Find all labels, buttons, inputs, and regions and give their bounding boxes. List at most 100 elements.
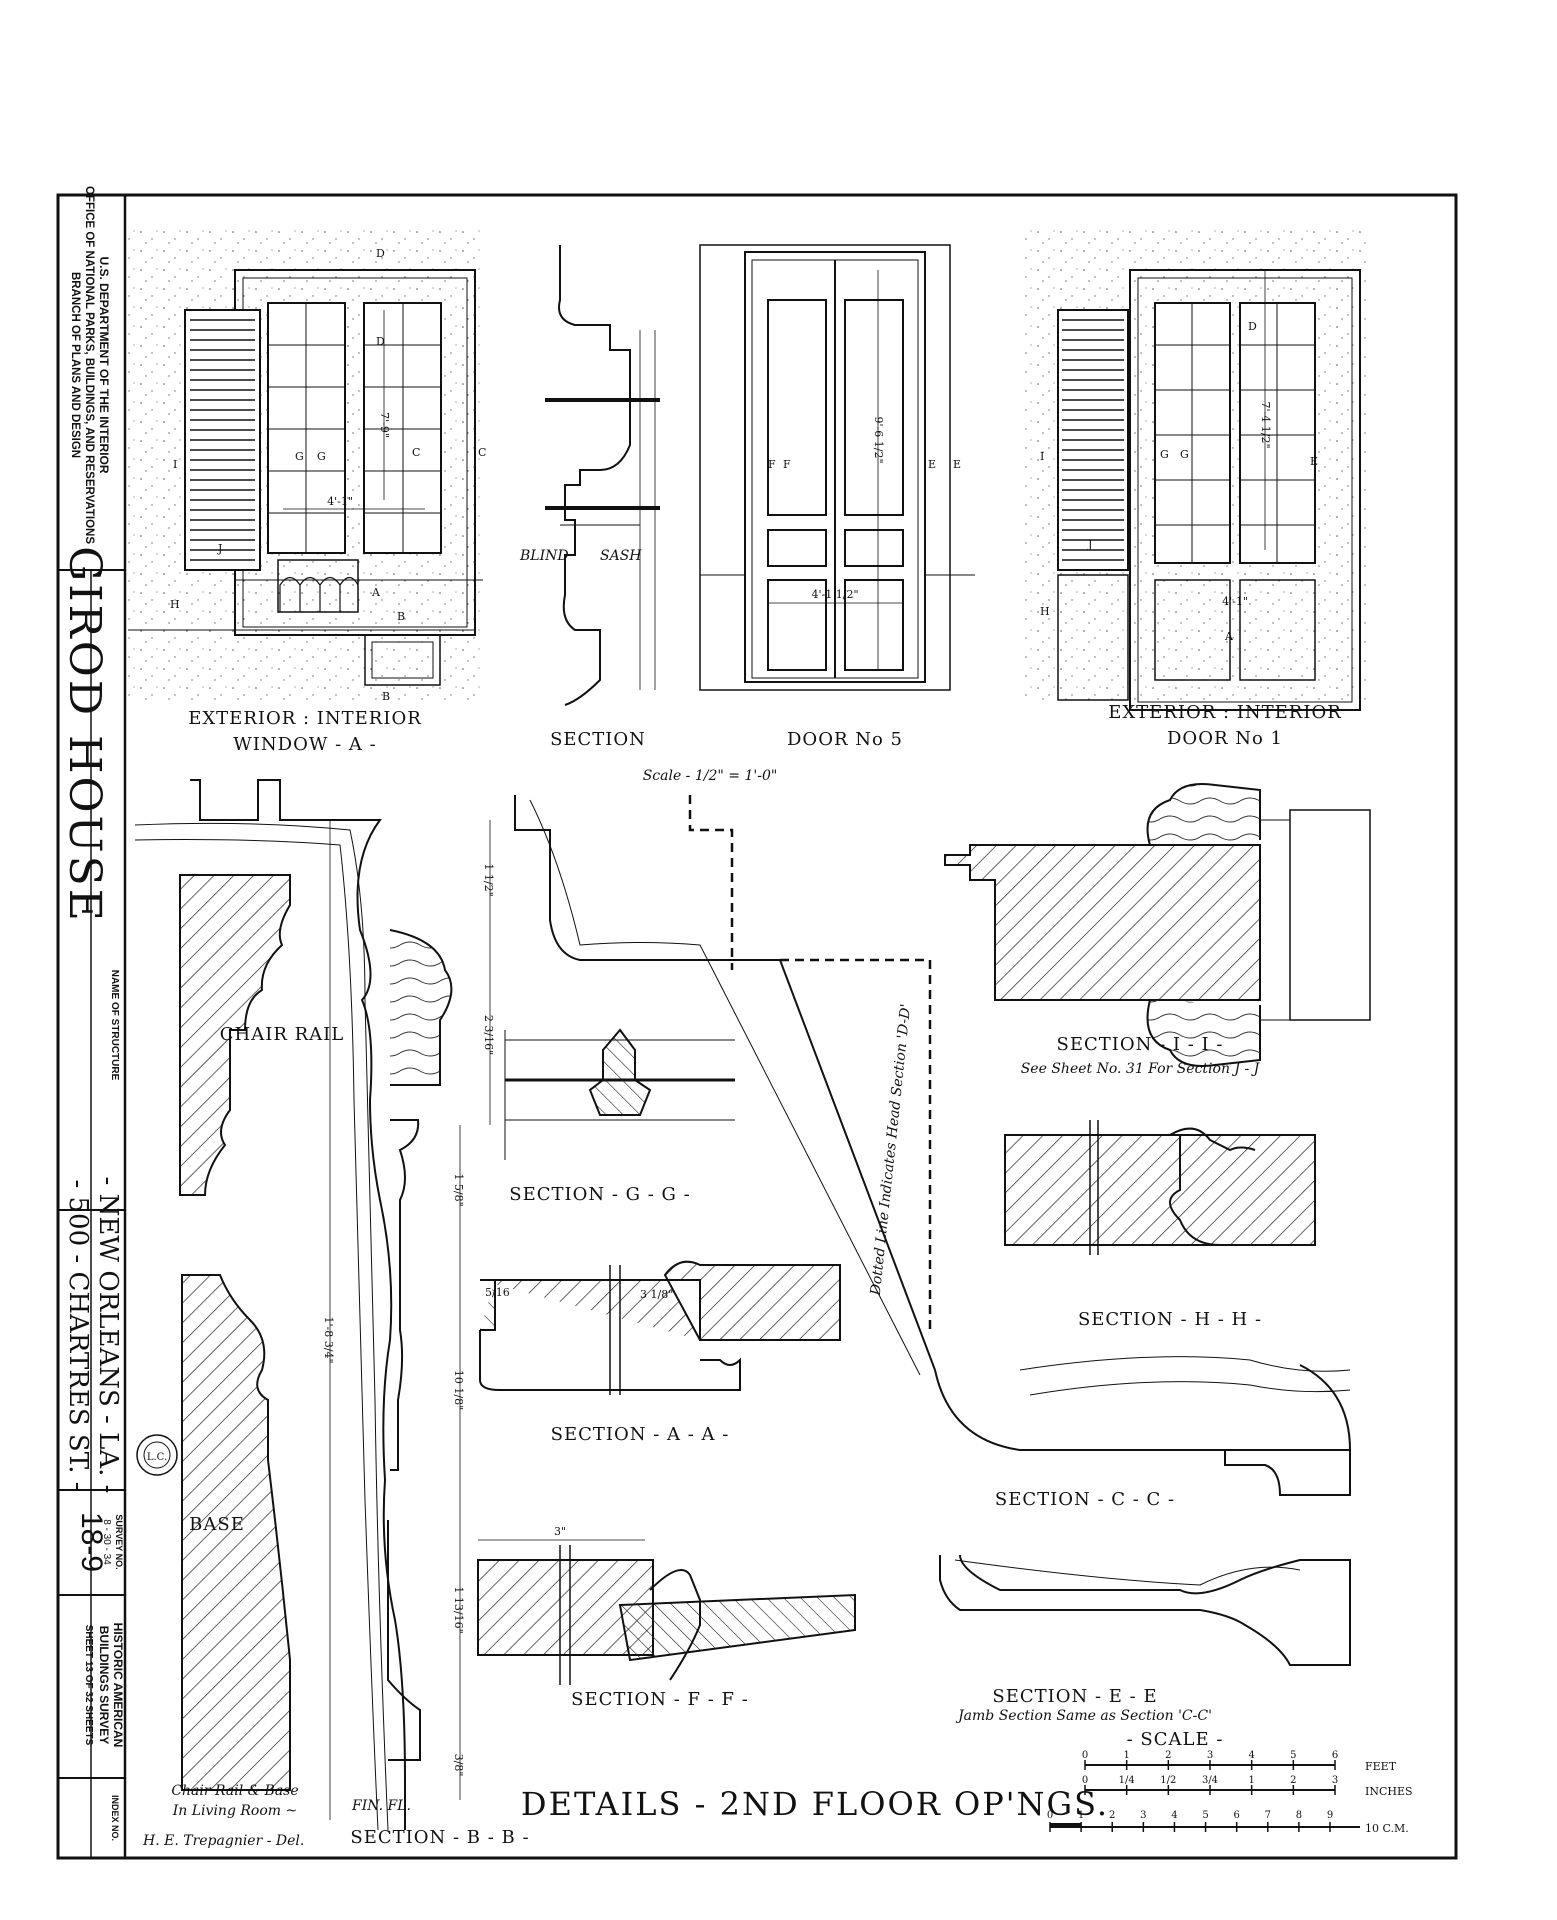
door1-height-dim: 7'-4 1/2" xyxy=(1259,402,1272,449)
door-1-elevation xyxy=(1025,225,1370,711)
bb-d4: 10 1/8" xyxy=(452,1370,465,1410)
marker-g-1: G xyxy=(295,450,304,463)
survey-name-line-2: BUILDINGS SURVEY xyxy=(97,1626,111,1744)
inch-tick-label: 3 xyxy=(1332,1775,1338,1786)
marker-b-1: B xyxy=(397,610,405,623)
cm-label: 10 C.M. xyxy=(1365,1822,1409,1835)
section-cc xyxy=(1019,1356,1351,1496)
bb-d1: 1 1/2" xyxy=(482,863,495,896)
address-line-2: - NEW ORLEANS - LA. - xyxy=(93,1177,123,1494)
sheet-info: SHEET 13 OF 32 SHEETS xyxy=(83,1625,94,1746)
feet-tick-label: 1 xyxy=(1123,1750,1129,1761)
section-aa-dims: 5/16 3 1/8" xyxy=(485,1286,673,1301)
cm-tick-label: 9 xyxy=(1327,1810,1333,1821)
section-ee-caption: SECTION - E - E xyxy=(992,1686,1157,1707)
marker-d-3: D xyxy=(1248,320,1257,333)
seal-stamp: L.C. xyxy=(136,1434,178,1476)
section-ff-caption: SECTION - F - F - xyxy=(571,1689,749,1710)
cm-tick-label: 7 xyxy=(1265,1810,1271,1821)
bb-d5: 1 13/16" xyxy=(452,1586,465,1633)
feet-label: FEET xyxy=(1365,1760,1397,1773)
marker-f-2: F xyxy=(783,458,791,471)
cm-tick-label: 4 xyxy=(1171,1810,1177,1821)
agency-line-1-text: U.S. DEPARTMENT OF THE INTERIOR xyxy=(97,256,111,473)
aa-d1: 5/16 xyxy=(485,1286,510,1299)
marker-h-1: H xyxy=(170,598,180,611)
agency-line-3-text: BRANCH OF PLANS AND DESIGN xyxy=(69,272,81,458)
marker-e-3: E xyxy=(1310,455,1318,468)
inch-tick-label: 0 xyxy=(1082,1775,1088,1786)
marker-f-1: F xyxy=(768,458,776,471)
chair-rail-profile xyxy=(179,874,291,1196)
structure-name: GIROD HOUSE xyxy=(59,546,110,924)
door5-height-dim: 9'-6 1/2" xyxy=(872,417,885,464)
feet-tick-label: 5 xyxy=(1290,1750,1296,1761)
feet-tick-label: 3 xyxy=(1207,1750,1213,1761)
sheet-border xyxy=(56,193,1458,1860)
marker-e-1: E xyxy=(928,458,936,471)
section-gg-caption: SECTION - G - G - xyxy=(509,1184,690,1205)
door5-width-dim: 4'-1 1/2" xyxy=(812,588,859,601)
cm-tick-label: 2 xyxy=(1109,1810,1115,1821)
section-caption: SECTION xyxy=(550,729,646,750)
marker-g-2: G xyxy=(317,450,326,463)
survey-date: 8 - 30 - 34 xyxy=(101,1519,112,1565)
inch-tick-label: 1/4 xyxy=(1119,1775,1135,1786)
marker-a-2: A xyxy=(1224,630,1234,643)
door-5-elevation xyxy=(699,244,975,691)
inch-tick-label: 1/2 xyxy=(1160,1775,1176,1786)
name-of-structure-label: NAME OF STRUCTURE xyxy=(109,970,120,1081)
marker-c-2: C xyxy=(478,446,486,459)
section-bb-caption: SECTION - B - B - xyxy=(350,1827,529,1848)
marker-a-1: A xyxy=(371,586,381,599)
section-bb-dims: 1'-8 3/4" 1 1/2" 2 3/16" 1 5/8" 10 1/8" … xyxy=(322,863,495,1776)
section-ee-note: Jamb Section Same as Section 'C-C' xyxy=(955,1708,1212,1724)
chair-rail-label: CHAIR RAIL xyxy=(220,1024,344,1045)
marker-g-3: G xyxy=(1160,448,1169,461)
bb-overall: 1'-8 3/4" xyxy=(322,1317,335,1364)
cm-tick-label: 8 xyxy=(1296,1810,1302,1821)
blind-label: BLIND xyxy=(519,548,569,564)
door-1-caption-1: EXTERIOR : INTERIOR xyxy=(1108,702,1342,723)
window-a-elevation xyxy=(128,225,483,705)
section-ff xyxy=(477,1539,856,1685)
section-hh xyxy=(1004,1120,1316,1255)
survey-name-line-1: HISTORIC AMERICAN xyxy=(111,1623,125,1748)
marker-g-4: G xyxy=(1180,448,1189,461)
inch-tick-label: 2 xyxy=(1290,1775,1296,1786)
section-aa-caption: SECTION - A - A - xyxy=(551,1424,730,1445)
section-ii xyxy=(944,783,1371,1067)
index-label: INDEX NO. xyxy=(110,1795,120,1841)
window-a-caption-1: EXTERIOR : INTERIOR xyxy=(188,708,422,729)
bb-d2: 2 3/16" xyxy=(482,1015,495,1055)
marker-i-1: I xyxy=(173,458,177,471)
marker-j-1: J xyxy=(217,542,222,555)
inch-tick-label: 3/4 xyxy=(1202,1775,1218,1786)
window-a-caption-2: WINDOW - A - xyxy=(233,734,376,755)
chair-rail-note-1: Chair Rail & Base xyxy=(171,1783,298,1799)
scale-caption: Scale - 1/2" = 1'-0" xyxy=(643,768,778,784)
win-width-dim: 4'-1" xyxy=(327,495,353,508)
section-hh-caption: SECTION - H - H - xyxy=(1078,1309,1262,1330)
fin-fl-label: FIN. FL. xyxy=(351,1798,411,1814)
section-cc-caption: SECTION - C - C - xyxy=(995,1489,1175,1510)
section-ii-caption: SECTION - I - I - xyxy=(1057,1034,1224,1055)
survey-no: 18-9 xyxy=(75,1512,108,1572)
sash-label: SASH xyxy=(600,548,642,564)
section-bb xyxy=(134,779,491,1831)
ff-d1: 3" xyxy=(554,1525,566,1538)
marker-j-2: J xyxy=(1087,538,1092,551)
marker-d-2: D xyxy=(376,335,385,348)
win-height-dim: 7'-9" xyxy=(378,412,391,438)
chair-rail-note-2: In Living Room ~ xyxy=(172,1803,297,1819)
agency-line-2-text: OFFICE OF NATIONAL PARKS, BUILDINGS, AND… xyxy=(83,186,95,544)
door-1-dims: 7'-4 1/2" 4'-1" D I G G J H A E xyxy=(1040,320,1318,643)
section-aa xyxy=(479,1260,841,1395)
cm-tick-label: 5 xyxy=(1202,1810,1208,1821)
section-ii-note: See Sheet No. 31 For Section J - J xyxy=(1021,1061,1261,1077)
svg-text:L.C.: L.C. xyxy=(147,1452,167,1463)
